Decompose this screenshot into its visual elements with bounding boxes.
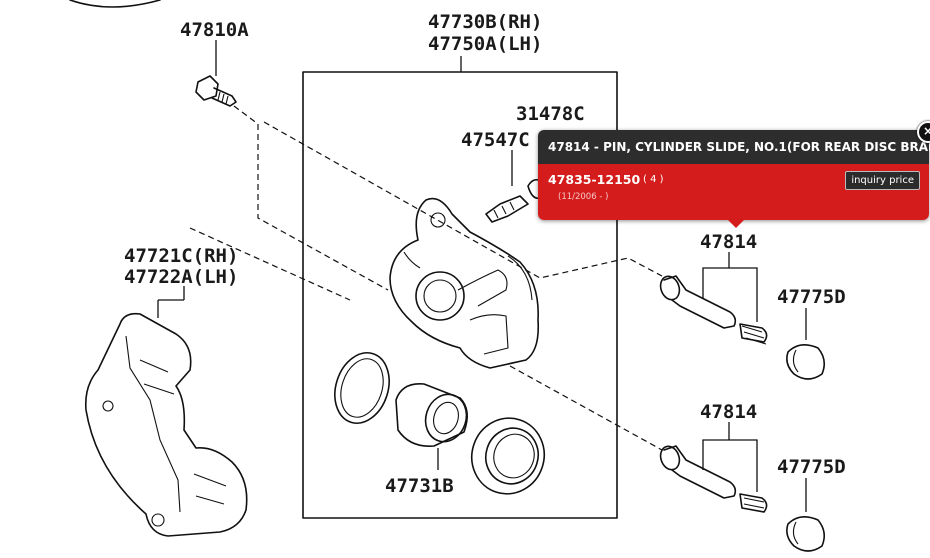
popup-title: 47814 - PIN, CYLINDER SLIDE, NO.1(FOR RE… bbox=[538, 130, 930, 164]
label-pin-lower[interactable]: 47814 bbox=[700, 401, 757, 423]
close-icon[interactable]: × bbox=[917, 121, 930, 143]
part-quantity: ( 4 ) bbox=[643, 174, 664, 185]
dash-pin-upper bbox=[263, 121, 663, 279]
bolt-icon[interactable] bbox=[195, 75, 237, 107]
part-date-range: (11/2006 - ) bbox=[558, 192, 609, 202]
label-caliper-lh[interactable]: 47750A(LH) bbox=[428, 33, 542, 55]
inquiry-price-button[interactable]: inquiry price bbox=[845, 171, 920, 190]
label-boot-lower[interactable]: 47775D bbox=[777, 456, 846, 478]
caliper-body-icon[interactable] bbox=[389, 197, 540, 369]
label-caliper-rh[interactable]: 47730B(RH) bbox=[428, 11, 542, 33]
piston-icon[interactable] bbox=[395, 383, 472, 447]
label-bleeder-cap[interactable]: 31478C bbox=[516, 103, 585, 125]
label-pin-upper[interactable]: 47814 bbox=[700, 231, 757, 253]
part-info-popup: 47814 - PIN, CYLINDER SLIDE, NO.1(FOR RE… bbox=[538, 121, 930, 228]
part-number-link[interactable]: 47835-12150 bbox=[548, 172, 641, 187]
slide-pin-upper-icon[interactable] bbox=[657, 274, 768, 345]
mounting-bracket-icon[interactable] bbox=[84, 312, 248, 537]
label-piston[interactable]: 47731B bbox=[385, 475, 454, 497]
label-mounting-rh[interactable]: 47721C(RH) bbox=[124, 245, 238, 267]
boot-lower-icon[interactable] bbox=[786, 516, 826, 552]
label-bleeder-plug[interactable]: 47547C bbox=[461, 129, 530, 151]
bracket-pin-upper bbox=[702, 267, 758, 322]
boot-upper-icon[interactable] bbox=[786, 344, 826, 380]
label-bolt[interactable]: 47810A bbox=[180, 19, 249, 41]
popup-pointer bbox=[728, 220, 744, 228]
dash-pin-lower bbox=[509, 365, 663, 451]
piston-boot-icon[interactable] bbox=[462, 409, 554, 504]
slide-pin-lower-icon[interactable] bbox=[657, 444, 768, 513]
label-mounting-lh[interactable]: 47722A(LH) bbox=[124, 266, 238, 288]
popup-body: 47835-12150 ( 4 ) (11/2006 - ) inquiry p… bbox=[538, 164, 929, 220]
dash-bolt-upper bbox=[233, 105, 389, 291]
label-boot-upper[interactable]: 47775D bbox=[777, 286, 846, 308]
caliper-assembly-box bbox=[302, 71, 618, 519]
seal-ring-icon[interactable] bbox=[326, 346, 398, 431]
bleeder-plug-icon[interactable] bbox=[485, 195, 529, 223]
rotor-edge bbox=[69, 0, 161, 8]
bracket-pin-lower bbox=[702, 439, 758, 492]
